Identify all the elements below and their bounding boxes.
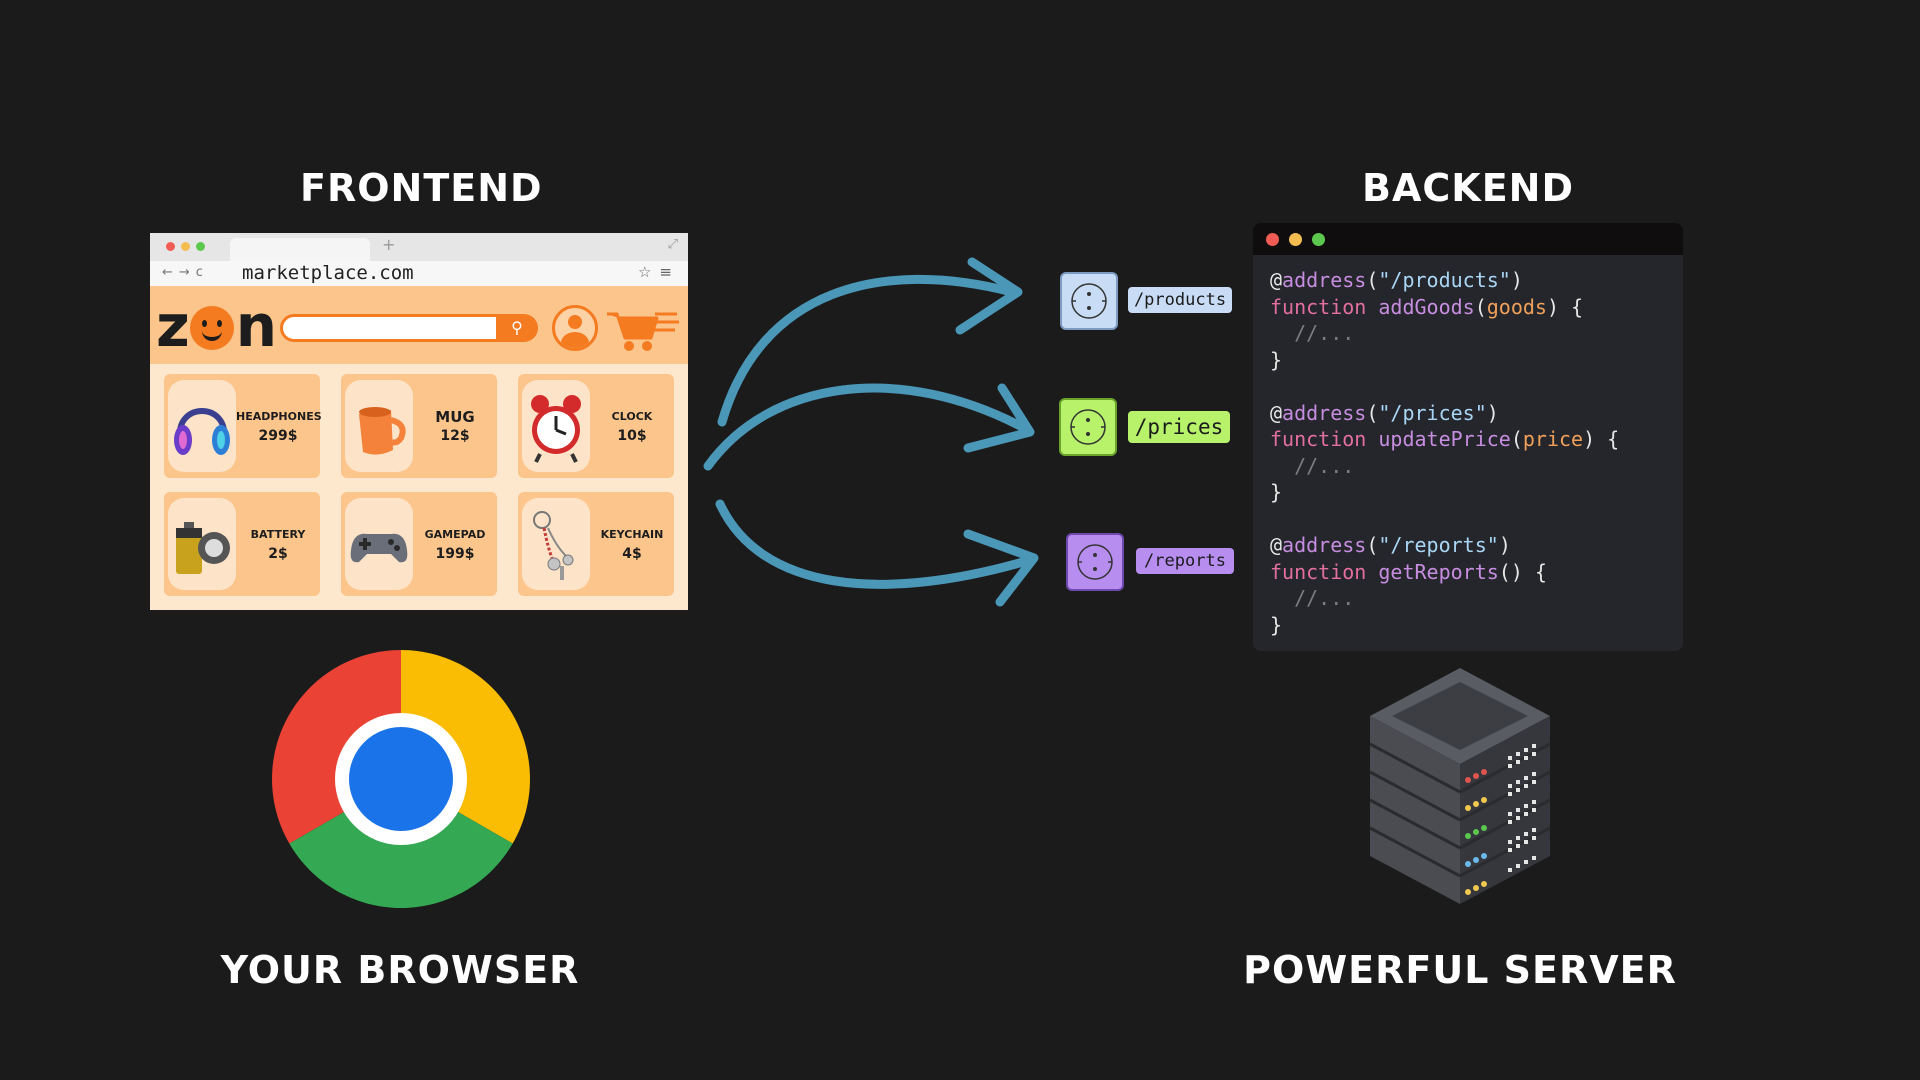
minimize-dot[interactable] [1289, 233, 1302, 246]
arrow-to-prices [703, 383, 1029, 471]
user-avatar-icon[interactable] [552, 305, 598, 351]
product-card[interactable]: HEADPHONES 299$ [164, 374, 322, 478]
product-price: 2$ [268, 546, 288, 562]
code-body: @address("/products") function addGoods(… [1270, 268, 1620, 637]
product-price: 199$ [435, 546, 475, 562]
product-name: BATTERY [250, 528, 306, 541]
bookmark-menu-icons[interactable]: ☆≡ [637, 263, 680, 281]
product-name: MUG [435, 408, 475, 426]
nav-icons[interactable]: ←→c [162, 265, 209, 280]
products-endpoint-label[interactable]: /products [1128, 287, 1232, 313]
reports-endpoint-icon[interactable] [1066, 533, 1124, 591]
browser-caption: YOUR BROWSER [220, 948, 580, 992]
gamepad-icon [345, 498, 413, 590]
arrow-to-reports [715, 499, 1035, 589]
maximize-dot[interactable] [196, 242, 205, 251]
arrow-head-reports [963, 529, 1039, 607]
code-window-titlebar [1253, 223, 1683, 255]
product-name: HEADPHONES [236, 410, 322, 423]
url-text[interactable]: marketplace.com [242, 262, 414, 284]
browser-tabbar: + ⤢ [150, 233, 688, 261]
products-endpoint-icon[interactable] [1060, 272, 1118, 330]
headphones-icon [168, 380, 236, 472]
address-bar: ←→c marketplace.com ☆≡ [150, 261, 688, 286]
close-dot[interactable] [1266, 233, 1279, 246]
arrow-head-products [955, 257, 1023, 335]
product-card[interactable]: BATTERY 2$ [164, 492, 320, 596]
product-grid: HEADPHONES 299$ MUG 12$ [150, 364, 688, 610]
server-caption: POWERFUL SERVER [1243, 948, 1677, 992]
product-name: KEYCHAIN [600, 528, 664, 541]
close-dot[interactable] [166, 242, 175, 251]
battery-icon [168, 498, 236, 590]
window-controls [1266, 233, 1325, 246]
product-price: 299$ [258, 428, 298, 444]
arrow-to-products [717, 274, 1017, 427]
alarm-clock-icon [522, 380, 590, 472]
keychain-icon [522, 498, 590, 590]
prices-endpoint-label[interactable]: /prices [1128, 411, 1230, 443]
smiley-icon [189, 306, 234, 350]
product-price: 10$ [617, 428, 647, 444]
backend-heading: BACKEND [1361, 166, 1574, 210]
cart-icon[interactable] [605, 308, 680, 353]
server-stack-icon [1369, 668, 1551, 904]
search-icon[interactable]: ⚲ [496, 314, 538, 342]
product-price: 4$ [622, 546, 642, 562]
new-tab-icon[interactable]: + [382, 235, 396, 254]
backend-code-window: @address("/products") function addGoods(… [1253, 223, 1683, 651]
expand-icon[interactable]: ⤢ [667, 237, 678, 252]
product-card[interactable]: KEYCHAIN 4$ [518, 492, 674, 596]
product-card[interactable]: MUG 12$ [341, 374, 497, 478]
maximize-dot[interactable] [1312, 233, 1325, 246]
frontend-heading: FRONTEND [300, 166, 543, 210]
product-name: CLOCK [611, 410, 653, 423]
reports-endpoint-label[interactable]: /reports [1136, 548, 1234, 574]
window-controls [166, 242, 205, 251]
product-name: GAMEPAD [424, 528, 486, 541]
arrow-head-prices [963, 383, 1035, 453]
browser-tab[interactable] [230, 238, 370, 261]
chrome-logo-icon [272, 650, 530, 908]
mug-icon [345, 380, 413, 472]
prices-endpoint-icon[interactable] [1059, 398, 1117, 456]
product-card[interactable]: GAMEPAD 199$ [341, 492, 497, 596]
product-card[interactable]: CLOCK 10$ [518, 374, 674, 478]
minimize-dot[interactable] [181, 242, 190, 251]
product-price: 12$ [440, 428, 470, 444]
